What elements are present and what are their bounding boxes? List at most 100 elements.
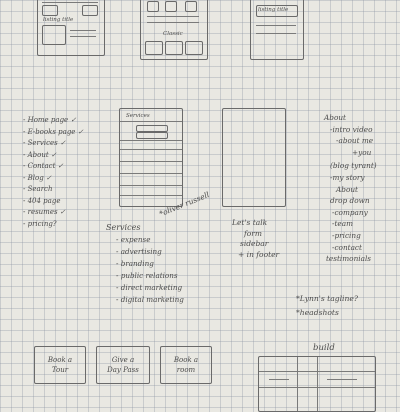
text-line	[147, 16, 199, 17]
text-line	[70, 36, 96, 37]
book-a-tour-button[interactable]: Book a Tour	[34, 346, 86, 384]
nav-item-label: Services	[27, 139, 58, 147]
checkmark-icon: ✓	[57, 162, 64, 170]
nav-list-item: - About ✓	[23, 150, 57, 159]
divider	[120, 161, 182, 162]
checkmark-icon: ✓	[77, 127, 84, 136]
nav-item-label: resumes	[27, 208, 58, 216]
top-middle-wireframe: Classic	[140, 0, 208, 60]
nav-list-item: - 404 page	[23, 196, 61, 205]
nav-list-item: - E-books page ✓	[23, 127, 84, 136]
about-note-item: -pricing	[332, 230, 361, 240]
divider	[120, 149, 182, 150]
nav-item-label: E-books page	[27, 127, 76, 136]
checkmark-icon: ✓	[70, 116, 77, 124]
book-a-room-label: Book a room	[173, 356, 199, 374]
about-note-item: +you	[352, 147, 372, 157]
top-left-wireframe: listing title	[37, 0, 105, 56]
placeholder-box	[82, 5, 98, 16]
nav-list-item: - resumes ✓	[23, 208, 66, 216]
services-item-label: branding	[120, 259, 154, 268]
about-note-item: -contact	[332, 242, 362, 252]
nav-item-label: Contact	[27, 162, 56, 170]
text-line	[147, 22, 199, 23]
note-line: Let's talk	[232, 218, 268, 227]
services-item-label: advertising	[120, 247, 162, 256]
tagline-note: *Lynn's tagline?	[296, 294, 358, 303]
nav-item-label: 404 page	[27, 196, 61, 205]
services-page-wireframe: Services	[119, 108, 183, 207]
services-list: - expense - advertising - branding - pub…	[106, 234, 184, 306]
placeholder-box	[42, 25, 66, 45]
divider	[120, 140, 182, 141]
text-line	[256, 25, 296, 26]
services-item-label: expense	[120, 235, 151, 244]
nav-item-label: pricing?	[27, 219, 57, 228]
top-right-wireframe: listing title	[250, 0, 304, 60]
listing-title-label: listing title	[43, 17, 74, 23]
nav-page-list: - Home page ✓ - E-books page ✓ - Service…	[23, 115, 84, 230]
book-a-tour-label: Book a Tour	[47, 356, 73, 374]
placeholder-box	[136, 132, 168, 139]
services-list-item: - advertising	[116, 247, 162, 256]
about-note-item: -my story	[330, 172, 365, 182]
build-grid-wireframe	[258, 356, 376, 412]
placeholder-box	[165, 1, 177, 12]
placeholder-box	[165, 41, 183, 55]
about-note-item: -about me	[336, 136, 374, 146]
placeholder-box	[42, 5, 58, 16]
nav-list-item: - Search	[23, 185, 53, 193]
text-line	[256, 33, 296, 34]
about-notes: About -intro video -about me +you (blog …	[324, 112, 377, 265]
classic-label: Classic	[163, 31, 183, 37]
placeholder-box	[136, 125, 168, 132]
give-a-day-pass-label: Give a Day Pass	[107, 356, 139, 374]
services-notes: Services - expense - advertising - brand…	[106, 222, 184, 306]
book-a-room-button[interactable]: Book a room	[160, 346, 212, 384]
about-note-item: drop down	[330, 196, 370, 206]
nav-list-item: - Contact ✓	[23, 162, 64, 170]
nav-item-label: Search	[27, 185, 53, 193]
services-list-item: - direct marketing	[116, 283, 183, 292]
placeholder-box	[185, 1, 197, 12]
about-heading: About	[324, 113, 346, 122]
listing-title-label: listing title	[258, 7, 289, 13]
about-note-item: -company	[332, 207, 368, 217]
note-line: sidebar	[240, 239, 269, 248]
note-line: form	[244, 228, 262, 238]
about-note-item: -team	[332, 219, 353, 229]
nav-list-item: - pricing?	[23, 219, 57, 228]
placeholder-box	[145, 41, 163, 55]
blank-page-wireframe	[222, 108, 286, 207]
checkmark-icon: ✓	[59, 139, 66, 147]
services-list-item: - expense	[116, 235, 151, 244]
placeholder-box	[185, 41, 203, 55]
checkmark-icon: ✓	[45, 173, 52, 182]
bottom-notes: *Lynn's tagline? *headshots	[296, 292, 358, 320]
lets-talk-note: Let's talk form sidebar + in footer	[232, 218, 279, 260]
divider	[42, 2, 98, 3]
nav-item-label: Home page	[27, 116, 69, 124]
services-list-item: - public relations	[116, 271, 178, 280]
divider	[297, 357, 298, 411]
checkmark-icon: ✓	[59, 208, 66, 216]
give-a-day-pass-button[interactable]: Give a Day Pass	[96, 346, 150, 384]
divider	[120, 121, 182, 122]
services-list-item: - digital marketing	[116, 295, 184, 304]
nav-list-item: - Home page ✓	[23, 116, 77, 124]
divider	[120, 185, 182, 186]
text-line	[70, 30, 96, 31]
services-list-item: - branding	[116, 259, 154, 268]
placeholder-box	[147, 1, 159, 12]
text-line	[269, 379, 289, 380]
about-note-item: testimonials	[326, 254, 372, 264]
nav-item-label: About	[27, 150, 49, 159]
note-line: + in footer	[238, 249, 280, 259]
nav-item-label: Blog	[27, 173, 44, 182]
divider	[120, 173, 182, 174]
about-note-item: -intro video	[330, 124, 373, 134]
build-label: build	[313, 343, 335, 353]
services-wireframe-title: Services	[126, 113, 150, 119]
services-item-label: digital marketing	[120, 295, 184, 304]
nav-list-item: - Blog ✓	[23, 173, 52, 182]
